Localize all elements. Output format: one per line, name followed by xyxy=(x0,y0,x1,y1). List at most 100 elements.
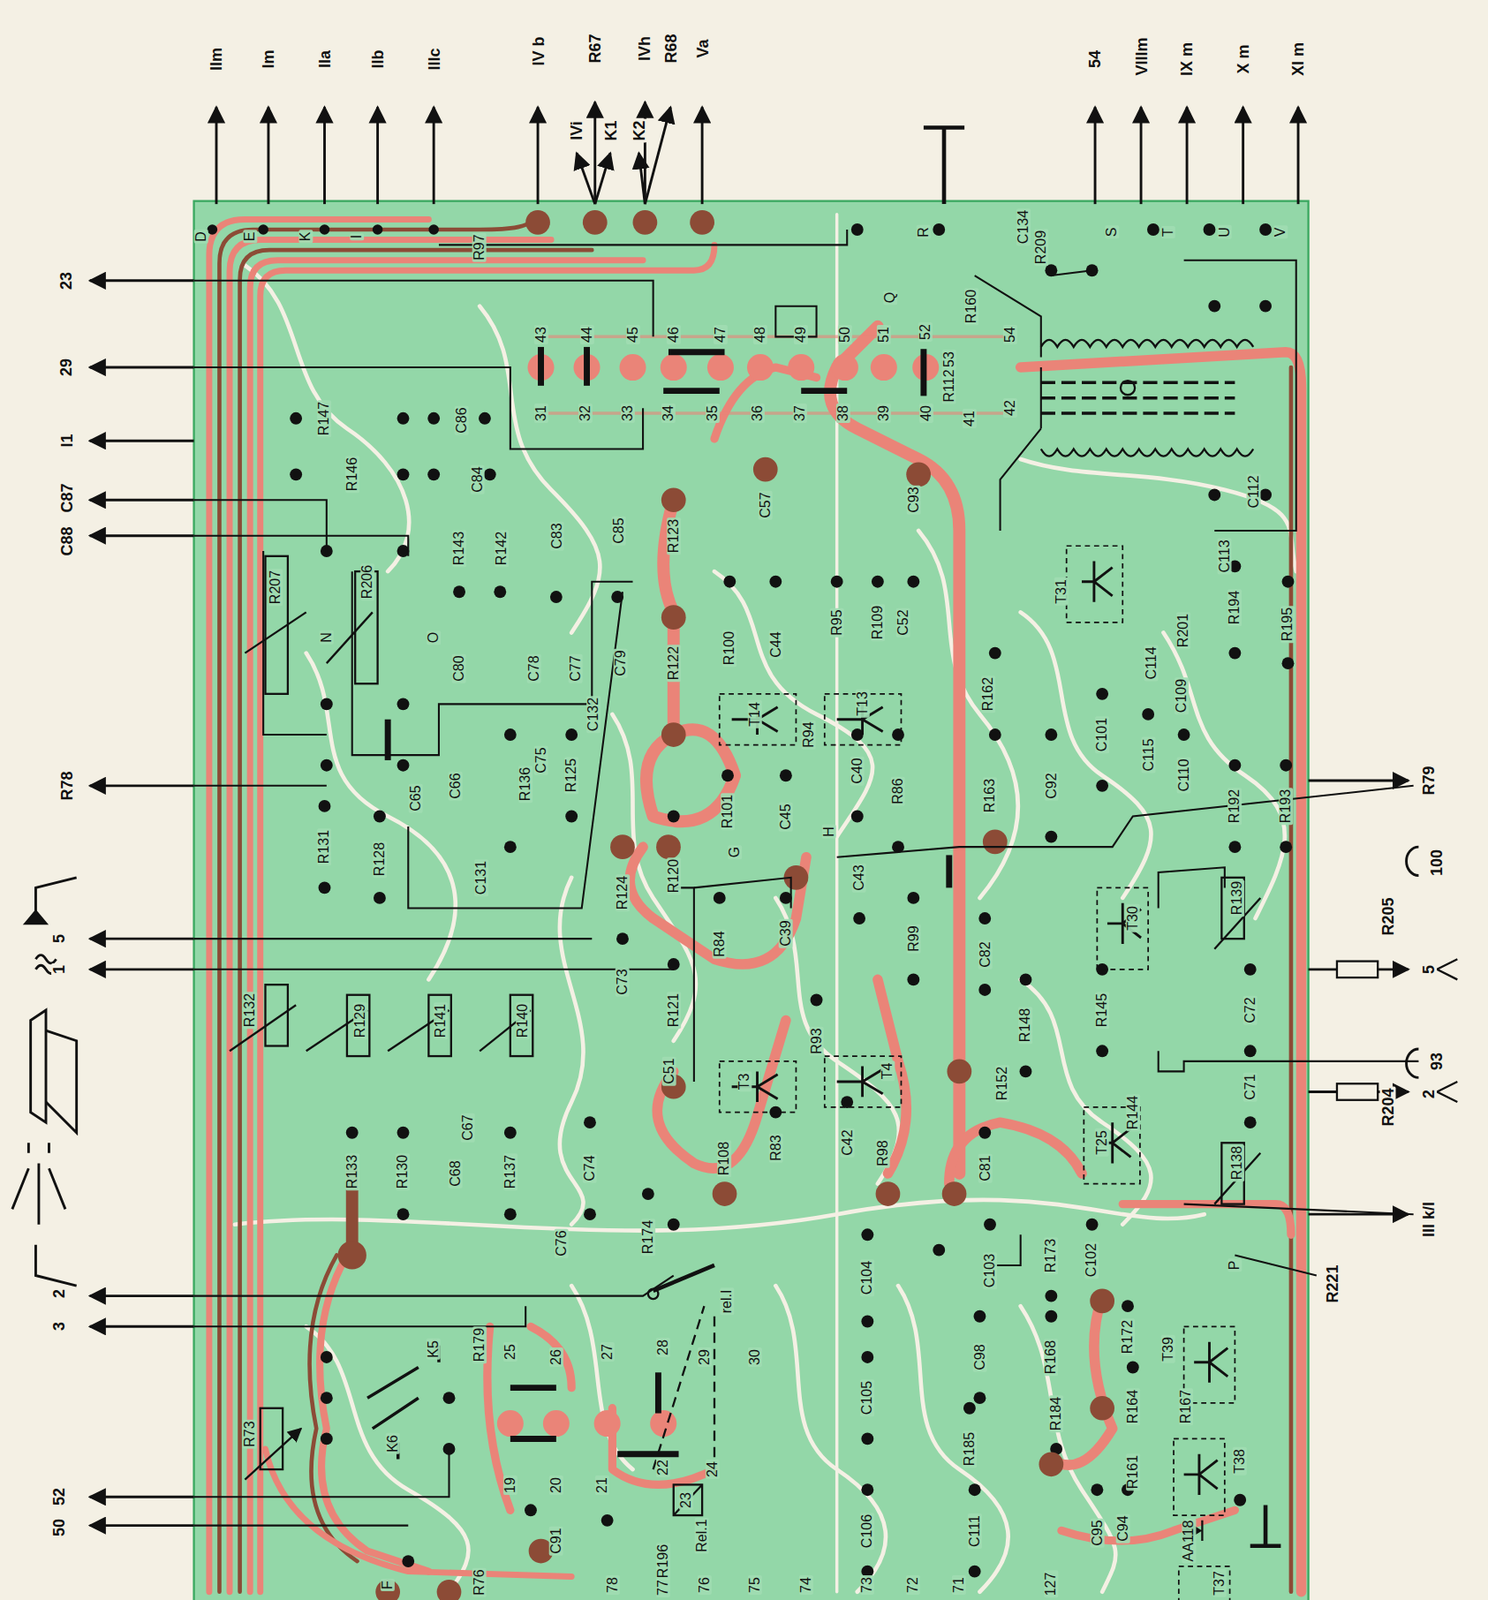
component-label: C43 xyxy=(852,862,867,892)
component-label: 37 xyxy=(793,403,808,423)
component-label: 52 xyxy=(918,322,933,342)
component-label: C85 xyxy=(611,515,626,545)
component-label: 20 xyxy=(549,1475,564,1496)
component-label: R125 xyxy=(564,756,579,794)
component-label: R128 xyxy=(372,840,387,878)
connection-label: IX m xyxy=(1178,40,1195,78)
component-label: 78 xyxy=(604,1575,620,1595)
component-label: R201 xyxy=(1177,611,1192,650)
component-label: R133 xyxy=(345,1153,360,1191)
component-label: 46 xyxy=(666,324,681,345)
component-label: I xyxy=(349,233,364,241)
component-label: C51 xyxy=(662,1057,677,1087)
component-label: C42 xyxy=(839,1128,854,1158)
component-label: C40 xyxy=(850,755,865,786)
component-label: R109 xyxy=(870,604,885,642)
component-label: G xyxy=(727,845,742,860)
component-label: R129 xyxy=(353,1002,368,1040)
component-label: R95 xyxy=(830,607,845,637)
component-label: C78 xyxy=(526,653,541,683)
connection-label: R67 xyxy=(587,32,604,66)
component-label: R147 xyxy=(317,400,333,438)
component-label: T31 xyxy=(1054,578,1069,607)
component-label: 41 xyxy=(962,408,977,429)
component-label: AA118 xyxy=(1181,1518,1196,1564)
component-label: R108 xyxy=(717,1140,733,1178)
component-label: C101 xyxy=(1095,716,1110,754)
component-label: F xyxy=(380,1578,395,1592)
component-label: R152 xyxy=(995,1065,1010,1103)
component-label: C57 xyxy=(758,490,773,520)
component-label: R94 xyxy=(800,719,816,749)
component-label: 45 xyxy=(626,324,641,345)
component-label: C44 xyxy=(768,630,783,660)
component-label: 40 xyxy=(919,403,934,423)
component-label: 76 xyxy=(696,1575,711,1595)
component-label: R160 xyxy=(964,287,979,325)
component-label: R146 xyxy=(345,455,360,493)
component-label: 53 xyxy=(942,349,957,370)
component-label: S xyxy=(1105,226,1120,240)
connection-label: IIIc xyxy=(425,46,442,73)
component-label: R131 xyxy=(317,828,333,866)
component-label: C39 xyxy=(778,919,794,949)
connection-label: 100 xyxy=(1428,847,1445,878)
component-label: R121 xyxy=(666,991,681,1029)
component-label: P xyxy=(1227,1259,1242,1273)
component-label: C92 xyxy=(1043,770,1058,801)
connection-label: 93 xyxy=(1428,1050,1445,1073)
component-label: R140 xyxy=(515,1002,530,1040)
component-label: C134 xyxy=(1016,207,1031,245)
component-label: R195 xyxy=(1280,605,1295,643)
component-label: C79 xyxy=(613,649,628,679)
component-label: C77 xyxy=(568,653,583,683)
component-label: R167 xyxy=(1178,1387,1194,1425)
component-label: R185 xyxy=(962,1430,977,1468)
component-label: Rel.1 xyxy=(694,1518,710,1555)
component-label: C81 xyxy=(977,1154,992,1184)
component-label: R148 xyxy=(1018,1006,1033,1044)
connection-label: C87 xyxy=(58,481,75,514)
connection-label: R205 xyxy=(1380,895,1397,937)
component-label: C74 xyxy=(582,1154,597,1184)
component-label: R173 xyxy=(1043,1236,1058,1274)
component-label: 35 xyxy=(705,403,720,423)
connection-label: C88 xyxy=(58,524,75,558)
component-label: O xyxy=(426,630,441,645)
connection-label: 2 xyxy=(1420,1087,1437,1101)
component-label: C112 xyxy=(1246,474,1261,511)
component-label: R122 xyxy=(666,644,681,682)
component-label: R84 xyxy=(712,929,727,959)
component-label: R137 xyxy=(503,1153,518,1191)
component-label: T3 xyxy=(738,1072,753,1093)
component-label: T14 xyxy=(747,700,763,729)
component-label: 74 xyxy=(799,1575,814,1595)
component-label: 47 xyxy=(713,324,728,345)
component-label: R136 xyxy=(518,764,533,802)
component-label: R172 xyxy=(1120,1318,1135,1356)
component-label: U xyxy=(1217,226,1232,241)
component-label: C106 xyxy=(860,1511,875,1549)
component-label: R145 xyxy=(1095,991,1110,1029)
component-label: 29 xyxy=(696,1347,711,1368)
component-label: C76 xyxy=(554,1228,569,1258)
component-label: R184 xyxy=(1049,1395,1064,1433)
component-label: R86 xyxy=(891,776,906,806)
component-label: C103 xyxy=(982,1252,998,1290)
component-label: C105 xyxy=(860,1379,875,1417)
component-label: R144 xyxy=(1125,1094,1141,1132)
connection-label: IVh xyxy=(636,34,653,63)
component-label: 43 xyxy=(534,324,549,345)
connection-label: 54 xyxy=(1087,48,1103,70)
component-label: C82 xyxy=(977,939,992,969)
component-label: R76 xyxy=(472,1568,487,1598)
connection-label: 5 xyxy=(1420,963,1437,976)
component-label: R97 xyxy=(472,232,487,262)
component-label: R130 xyxy=(395,1153,410,1191)
component-label: C73 xyxy=(615,966,630,997)
component-label: T39 xyxy=(1161,1335,1176,1364)
component-label: R206 xyxy=(360,563,375,601)
component-label: N xyxy=(319,631,334,646)
component-label: 26 xyxy=(549,1347,564,1368)
